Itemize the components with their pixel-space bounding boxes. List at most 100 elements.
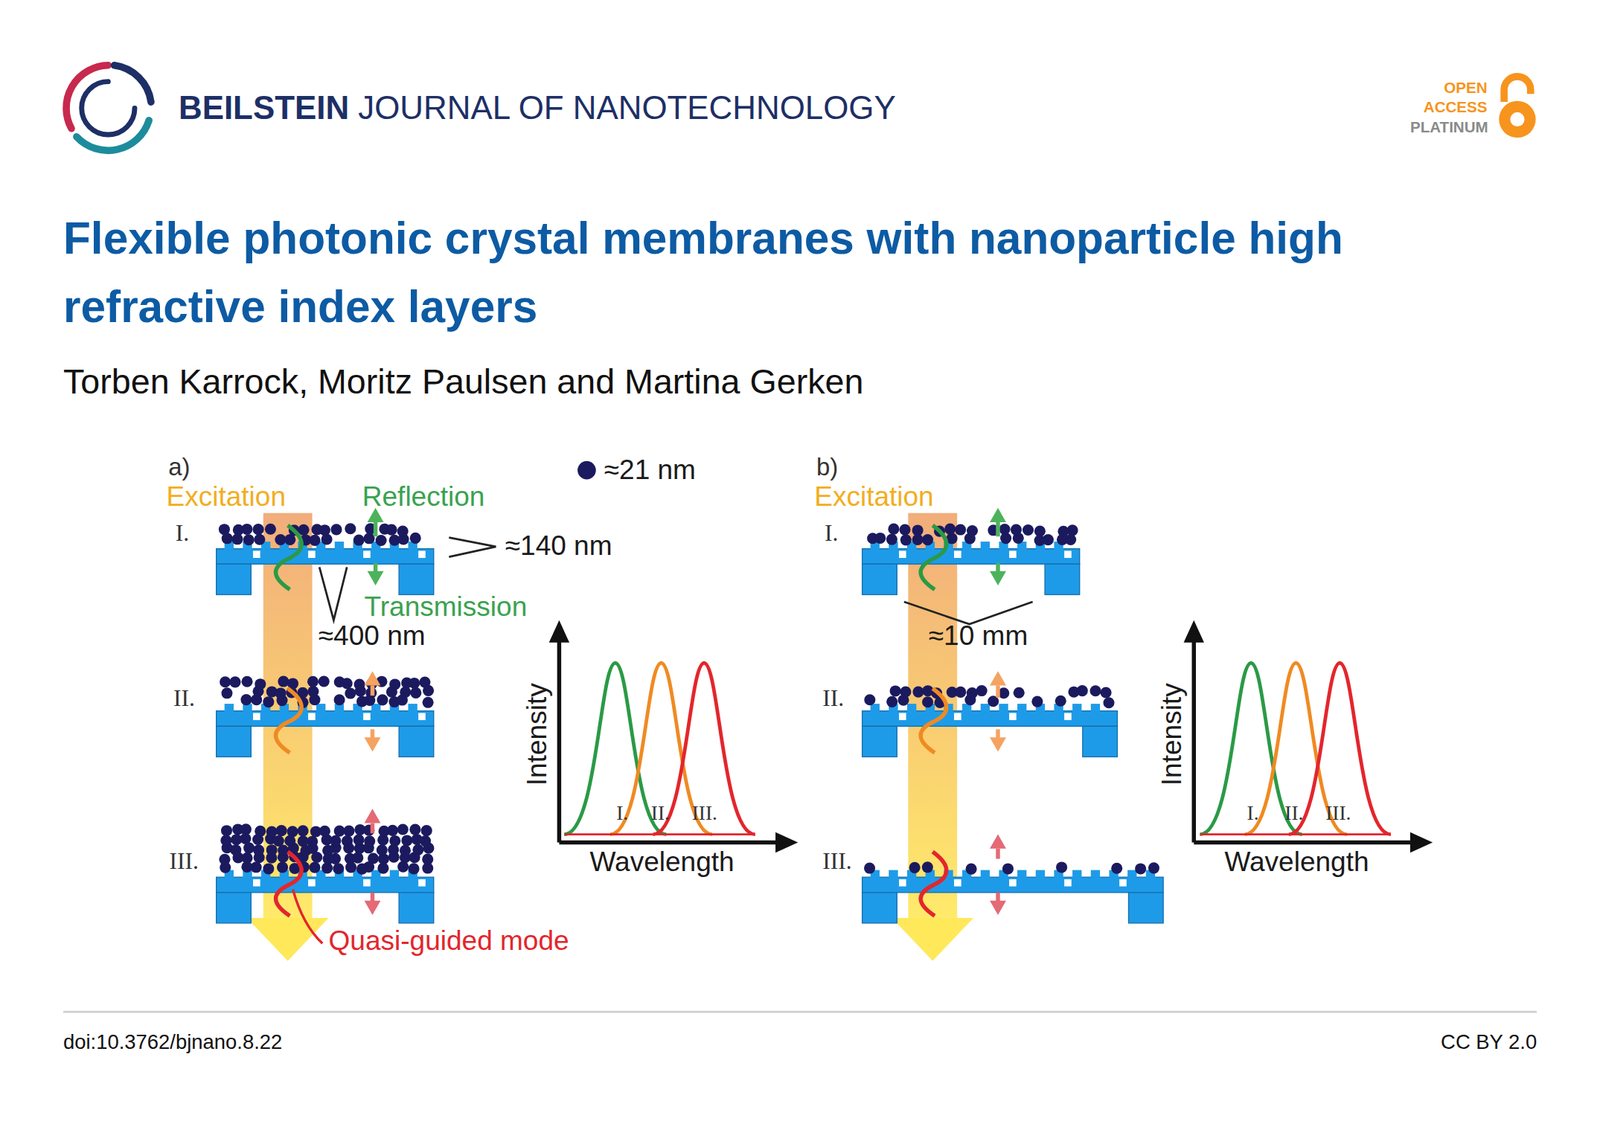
author-list: Torben Karrock, Moritz Paulsen and Marti…	[63, 362, 864, 403]
grating-hole	[308, 712, 316, 721]
nanoparticle	[250, 861, 262, 873]
nanoparticle	[409, 824, 421, 836]
panel-label: a)	[168, 453, 190, 482]
nanoparticle	[253, 844, 265, 856]
membrane-frame	[398, 893, 434, 924]
nanoparticle	[367, 852, 379, 864]
nanoparticle	[319, 524, 331, 536]
membrane-frame	[216, 893, 252, 924]
journal-logo	[66, 65, 152, 152]
grating-tooth	[1090, 870, 1100, 879]
nanoparticle	[399, 845, 411, 857]
nanoparticle	[376, 844, 388, 856]
badge-text: OPEN	[1443, 78, 1487, 97]
nanoparticle	[909, 862, 921, 874]
nanoparticle	[1067, 524, 1079, 536]
grating-tooth	[980, 704, 990, 713]
nanoparticle	[229, 676, 241, 688]
mode-label: Quasi-guided mode	[328, 925, 570, 958]
row-number: II.	[173, 685, 195, 713]
nanoparticle	[276, 825, 288, 837]
axis-label: Wavelength	[590, 846, 735, 879]
nanoparticle	[421, 854, 434, 866]
nanoparticle	[240, 823, 252, 835]
nanoparticle	[1102, 697, 1115, 709]
grating-hole	[954, 550, 962, 559]
dimension-label: ≈400 nm	[318, 620, 426, 653]
nanoparticle	[1100, 686, 1112, 699]
nanoparticle	[363, 532, 375, 544]
membrane-slab	[862, 711, 1118, 728]
membrane-frame	[216, 726, 252, 757]
grating-tooth	[1035, 870, 1045, 879]
grating-tooth	[407, 704, 417, 713]
nanoparticle	[353, 678, 365, 690]
nanoparticle	[397, 823, 409, 835]
nanoparticle	[966, 687, 978, 699]
nanoparticle	[397, 526, 409, 538]
nanoparticle	[419, 835, 431, 847]
license-text: CC BY 2.0	[1440, 1030, 1537, 1055]
membrane-slab	[216, 711, 434, 728]
membrane-frame	[398, 726, 434, 757]
grating-hole	[253, 550, 261, 559]
grating-hole	[418, 550, 426, 559]
membrane-slab	[862, 877, 1164, 894]
excitation-beam	[247, 513, 974, 962]
nanoparticle	[401, 834, 413, 847]
nanoparticle	[1055, 695, 1067, 707]
membrane-frame	[1082, 726, 1118, 757]
peak-label: I.	[1247, 802, 1260, 827]
nanoparticle	[410, 532, 422, 544]
grating-tooth	[389, 870, 399, 879]
nanoparticle	[307, 686, 319, 698]
peak-label: I.	[616, 802, 629, 827]
dimension-label: ≈21 nm	[604, 455, 696, 488]
nanoparticle	[332, 863, 344, 875]
nanoparticle	[389, 678, 401, 690]
nanoparticle	[344, 688, 356, 700]
nanoparticle	[241, 676, 253, 688]
nanoparticle	[262, 863, 274, 875]
axis-label: Wavelength	[1224, 846, 1369, 879]
nanoparticle	[308, 862, 320, 874]
grating-tooth	[1017, 704, 1027, 713]
nanoparticle	[241, 852, 254, 864]
nanoparticle	[309, 535, 321, 547]
nanoparticle	[922, 534, 934, 546]
nanoparticle	[343, 826, 355, 838]
grating-tooth	[907, 704, 917, 713]
grating-tooth	[1072, 704, 1082, 713]
nanoparticle	[887, 523, 899, 536]
grating-hole	[418, 712, 426, 721]
nanoparticle	[886, 696, 898, 708]
membrane-frame	[398, 564, 434, 595]
membrane-frame	[1128, 893, 1164, 924]
grating-hole	[1064, 879, 1072, 888]
nanoparticle	[330, 523, 342, 536]
nanoparticle	[243, 534, 255, 546]
nanoparticle	[418, 677, 431, 689]
peak-label: II.	[651, 802, 670, 827]
grating-hole	[308, 879, 316, 888]
grating-hole	[363, 550, 371, 559]
grating-hole	[253, 879, 261, 888]
double-arrows	[364, 508, 1007, 916]
nanoparticle	[240, 694, 252, 706]
grating-hole	[418, 879, 426, 888]
nanoparticle	[899, 686, 911, 698]
journal-name: JOURNAL OF NANOTECHNOLOGY	[357, 90, 896, 128]
nanoparticle	[1111, 863, 1123, 875]
nanoparticle	[900, 534, 912, 546]
nanoparticle	[220, 834, 232, 847]
grating-hole	[363, 879, 371, 888]
nanoparticle	[353, 535, 365, 547]
nanoparticle	[277, 676, 289, 688]
doi-text: doi:10.3762/bjnano.8.22	[63, 1030, 283, 1055]
dimension-label: ≈140 nm	[505, 530, 613, 563]
nanoparticle	[421, 825, 433, 837]
nanoparticle	[898, 524, 911, 536]
open-access-icon	[1498, 76, 1536, 138]
nanoparticle	[318, 675, 330, 687]
